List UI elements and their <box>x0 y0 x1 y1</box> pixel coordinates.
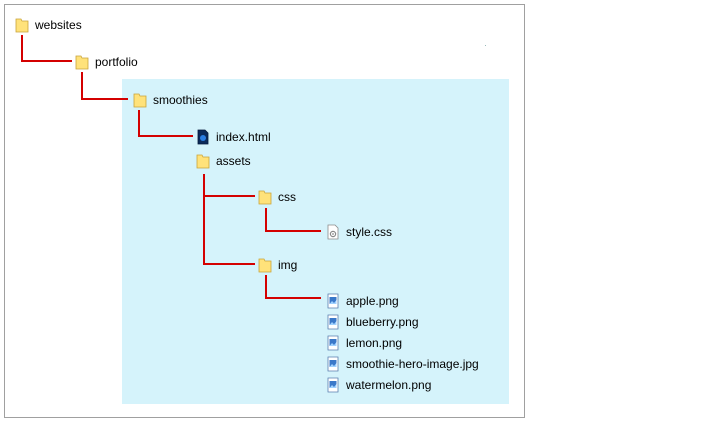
folder-label: portfolio <box>95 55 138 69</box>
file-image[interactable]: apple.png <box>326 292 399 310</box>
image-file-icon <box>326 377 340 393</box>
image-file-icon <box>326 335 340 351</box>
folder-icon <box>75 54 89 70</box>
folder-img[interactable]: img <box>258 256 297 274</box>
html-file-icon <box>196 129 210 145</box>
folder-assets[interactable]: assets <box>196 152 251 170</box>
folder-icon <box>196 153 210 169</box>
stray-mark <box>485 45 486 46</box>
folder-icon <box>258 257 272 273</box>
folder-label: smoothies <box>153 93 208 107</box>
folder-label: css <box>278 190 296 204</box>
file-label: blueberry.png <box>346 315 419 329</box>
file-style-css[interactable]: style.css <box>326 223 392 241</box>
folder-label: assets <box>216 154 251 168</box>
folder-css[interactable]: css <box>258 188 296 206</box>
file-image[interactable]: watermelon.png <box>326 376 431 394</box>
folder-label: img <box>278 258 298 272</box>
folder-icon <box>15 17 29 33</box>
file-label: apple.png <box>346 294 399 308</box>
file-image[interactable]: blueberry.png <box>326 313 419 331</box>
folder-websites[interactable]: websites <box>15 16 82 34</box>
folder-icon <box>258 189 272 205</box>
folder-smoothies[interactable]: smoothies <box>133 91 208 109</box>
file-label: smoothie-hero-image.jpg <box>346 357 479 371</box>
css-file-icon <box>326 224 340 240</box>
image-file-icon <box>326 356 340 372</box>
file-image[interactable]: smoothie-hero-image.jpg <box>326 355 479 373</box>
file-label: index.html <box>216 130 271 144</box>
file-label: style.css <box>346 225 393 239</box>
folder-icon <box>133 92 147 108</box>
file-image[interactable]: lemon.png <box>326 334 402 352</box>
folder-label: websites <box>35 18 82 32</box>
file-label: lemon.png <box>346 336 403 350</box>
file-index-html[interactable]: index.html <box>196 128 271 146</box>
file-label: watermelon.png <box>346 378 432 392</box>
image-file-icon <box>326 293 340 309</box>
image-file-icon <box>326 314 340 330</box>
folder-portfolio[interactable]: portfolio <box>75 53 138 71</box>
